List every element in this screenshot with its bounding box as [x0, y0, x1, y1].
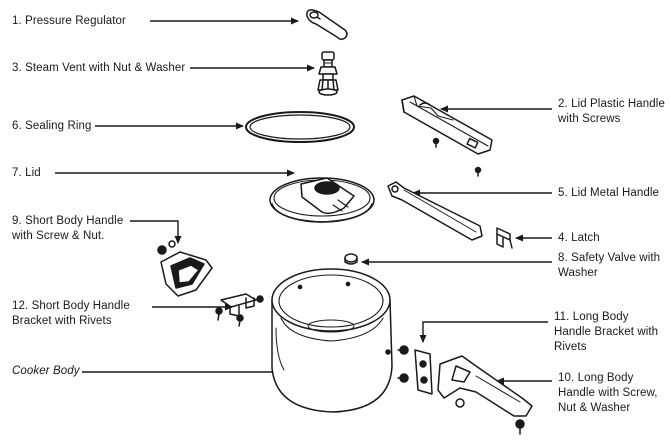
label-cooker-body: Cooker Body: [12, 365, 80, 377]
latch-part: [496, 227, 513, 249]
label-safety-valve-line2: Washer: [558, 267, 598, 279]
label-latch: 4. Latch: [558, 232, 600, 244]
label-safety-valve-line1: 8. Safety Valve with: [558, 252, 661, 264]
label-long-bracket-line3: Rivets: [554, 341, 587, 353]
label-lid: 7. Lid: [12, 167, 41, 179]
short-body-handle-part: [157, 240, 213, 297]
lid-plastic-handle-part: [401, 95, 493, 177]
label-sealing-ring: 6. Sealing Ring: [12, 120, 92, 132]
label-long-handle-line3: Nut & Washer: [558, 402, 631, 414]
label-short-body-handle-line2: with Screw & Nut.: [12, 230, 105, 242]
label-lid-plastic-line2: with Screws: [558, 113, 621, 125]
label-lid-plastic-line1: 2. Lid Plastic Handle: [558, 98, 665, 110]
label-short-bracket-line1: 12. Short Body Handle: [12, 300, 130, 312]
label-steam-vent: 3. Steam Vent with Nut & Washer: [12, 62, 186, 74]
lid-metal-handle-part: [387, 181, 483, 241]
long-body-bracket-part: [397, 345, 433, 395]
label-long-bracket-line1: 11. Long Body: [554, 311, 629, 323]
label-pressure-regulator: 1. Pressure Regulator: [12, 15, 126, 27]
label-short-bracket-line2: Bracket with Rivets: [12, 315, 112, 327]
label-long-handle-line2: Handle with Screw,: [558, 387, 658, 399]
label-long-bracket-line2: Handle Bracket with: [554, 326, 659, 338]
label-short-body-handle-line1: 9. Short Body Handle: [12, 215, 124, 227]
leader-short-handle: [130, 220, 182, 244]
label-long-handle-line1: 10. Long Body: [558, 372, 634, 384]
leader-long-bracket: [419, 321, 548, 343]
sealing-ring-part: [245, 111, 355, 143]
label-lid-metal: 5. Lid Metal Handle: [558, 187, 659, 199]
cooker-body-part: [271, 268, 393, 413]
short-body-bracket-part: [215, 293, 264, 327]
long-body-handle-part: [437, 355, 533, 435]
steam-vent-part: [317, 51, 339, 96]
pressure-regulator-part: [306, 9, 348, 41]
lid-part: [269, 177, 375, 223]
safety-valve-part: [344, 253, 358, 265]
